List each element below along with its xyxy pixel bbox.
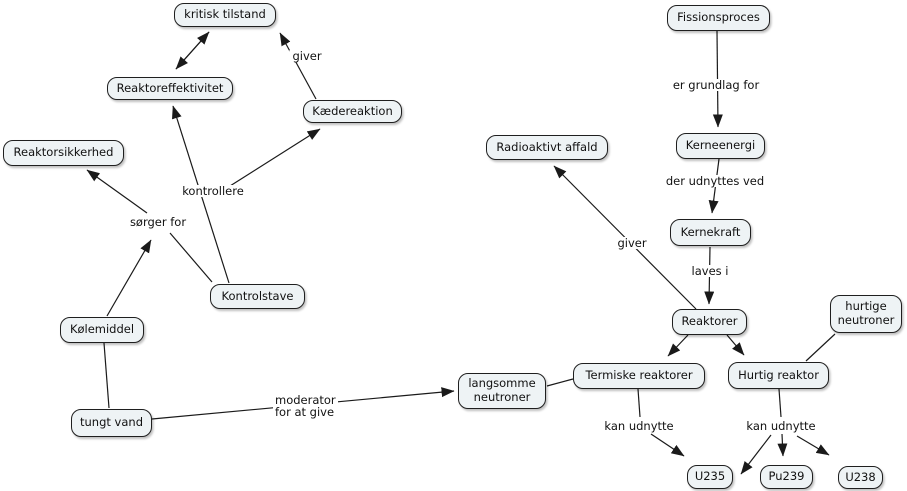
edge-reaktorer-hurtig-reaktor [726,334,745,356]
edge-kontrolstave-soerger-for [169,232,213,283]
node-u238[interactable]: U238 [838,466,883,489]
node-termiske-reaktorer[interactable]: Termiske reaktorer [573,363,705,389]
edge-kan-udnytte2-pu239 [777,433,788,457]
link-label-giver-radioaktivt-affald[interactable]: giver [614,237,650,249]
link-label-kontrollere[interactable]: kontrollere [179,185,247,197]
link-label-er-grundlag-for[interactable]: er grundlag for [669,79,763,91]
node-kernekraft[interactable]: Kernekraft [670,219,751,246]
edge-kan-udnytte2-u238 [796,435,830,456]
node-reaktorsikkerhed[interactable]: Reaktorsikkerhed [3,140,124,166]
edge-kaedereaktion-giver-kritisk-tilstand [279,32,317,100]
edge-hurtige-neutroner-hurtig-reaktor [805,333,836,362]
node-langsomme-neutroner[interactable]: langsomme neutroner [458,373,546,409]
edge-reaktorer-termiske-reaktorer [667,334,689,357]
node-hurtige-neutroner[interactable]: hurtige neutroner [830,295,902,333]
node-fissionsproces[interactable]: Fissionsproces [667,5,770,31]
edge-kritisk-tilstand-reaktoreffektivitet [175,31,210,70]
link-label-moderator-for-at-give[interactable]: moderator for at give [273,394,338,418]
node-koelemiddel[interactable]: Kølemiddel [60,317,144,343]
node-pu239[interactable]: Pu239 [760,465,813,489]
node-u235[interactable]: U235 [687,465,733,489]
edge-koelemiddel-tungt-vand [103,342,110,409]
node-radioaktivt-affald[interactable]: Radioaktivt affald [486,135,608,160]
edge-termiske-kan-udnytte [637,388,641,418]
node-reaktorer[interactable]: Reaktorer [672,309,747,335]
link-label-kan-udnytte-hurtig[interactable]: kan udnytte [743,420,819,432]
edge-kontrollere-kaedereaktion [229,128,321,187]
node-reaktoreffektivitet[interactable]: Reaktoreffektivitet [107,77,233,100]
link-label-moderator-line2: for at give [275,405,335,420]
node-kaedereaktion[interactable]: Kædereaktion [303,100,402,123]
link-label-laves-i[interactable]: laves i [688,265,732,277]
edge-kan-udnytte-u235 [650,433,685,457]
node-kontrolstave[interactable]: Kontrolstave [210,284,305,309]
link-label-der-udnyttes-ved[interactable]: der udnyttes ved [662,175,768,187]
link-label-soerger-for[interactable]: sørger for [126,216,190,228]
edge-langsomme-neutroner-termiske-reaktorer [546,378,574,387]
node-tungt-vand[interactable]: tungt vand [71,409,152,437]
link-label-moderator-line1: moderator [275,393,336,407]
node-kerneenergi[interactable]: Kerneenergi [676,133,765,159]
link-label-kan-udnytte-termisk[interactable]: kan udnytte [601,420,677,432]
edge-kan-udnytte2-u235 [740,434,772,475]
link-label-giver-kaedereaktion[interactable]: giver [289,50,325,62]
node-kritisk-tilstand[interactable]: kritisk tilstand [174,3,276,27]
edge-koelemiddel-soerger-for [106,239,152,317]
edge-hurtig-kan-udnytte [778,388,782,418]
edge-soerger-for-reaktorsikkerhed [86,169,148,214]
node-hurtig-reaktor[interactable]: Hurtig reaktor [728,362,829,389]
